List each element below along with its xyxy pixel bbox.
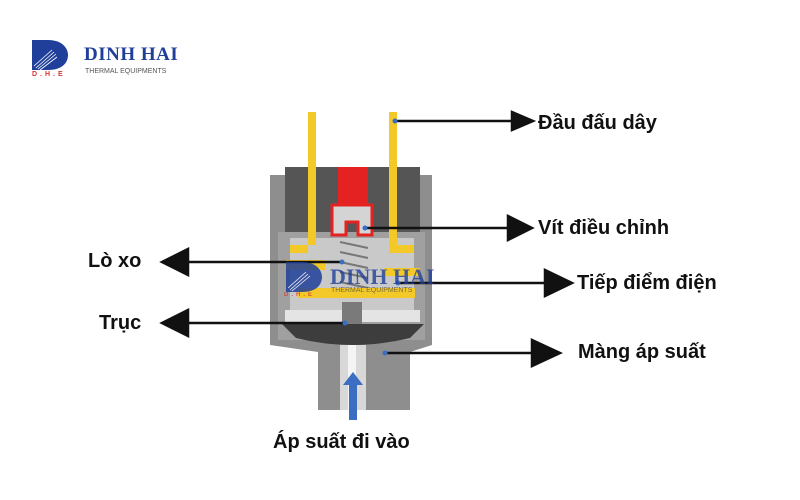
contact-plate [298, 288, 415, 298]
label-diaphragm: Màng áp suất [578, 341, 706, 363]
watermark-abbr: D.H.E [284, 292, 316, 298]
leader-lines [159, 110, 575, 368]
logo-brand-name: DINH HAI [84, 44, 179, 65]
label-terminal: Đầu đấu dây [538, 112, 657, 134]
label-contact: Tiếp điểm điện [577, 272, 717, 294]
pressure-in-arrow [343, 372, 363, 420]
screw-top [338, 167, 368, 205]
contact-upper [384, 268, 420, 276]
label-adjust-screw: Vít điều chỉnh [538, 217, 670, 239]
terminal-right [389, 112, 414, 253]
label-shaft: Trục [99, 312, 142, 334]
logo-tagline: THERMAL EQUIPMENTS [85, 68, 167, 75]
watermark-logo-icon [286, 262, 322, 292]
logo-d-icon [32, 40, 68, 71]
label-spring: Lò xo [88, 250, 142, 272]
terminal-left [290, 112, 316, 253]
spring [339, 241, 369, 289]
brand-logo: D.H.E DINH HAI THERMAL EQUIPMENTS [30, 38, 190, 86]
label-pressure-in: Áp suất đi vào [273, 431, 410, 453]
logo-abbr: D.H.E [32, 71, 66, 78]
watermark-brand: DINH HAI [330, 264, 435, 289]
watermark-tagline: THERMAL EQUIPMENTS [331, 287, 413, 294]
diaphragm [282, 324, 424, 345]
adjust-screw [330, 203, 374, 237]
